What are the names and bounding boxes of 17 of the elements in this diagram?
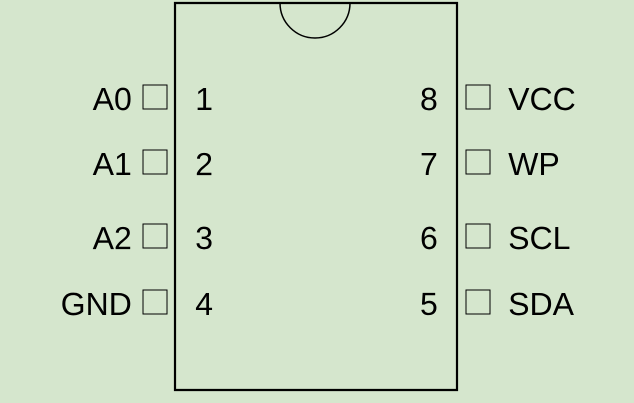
pin-name: A1 <box>92 153 130 175</box>
pin-name: WP <box>508 153 558 175</box>
pin-number: 7 <box>422 153 436 175</box>
pin-number: 5 <box>421 292 436 316</box>
pin-name: SCL <box>510 226 570 250</box>
pin-name: SDA <box>510 292 574 316</box>
pin-number: 8 <box>421 88 436 110</box>
pin-number: 4 <box>196 293 212 315</box>
pin-name: GND <box>62 292 130 316</box>
pin-name: A2 <box>92 226 130 250</box>
chip-body <box>174 2 458 392</box>
pin-number: 3 <box>196 226 212 250</box>
pin-name: VCC <box>508 88 575 110</box>
pin-number: 2 <box>196 152 212 176</box>
pin-number: 1 <box>198 88 212 110</box>
pin-name: A0 <box>92 88 131 110</box>
pin-number: 6 <box>422 226 436 250</box>
